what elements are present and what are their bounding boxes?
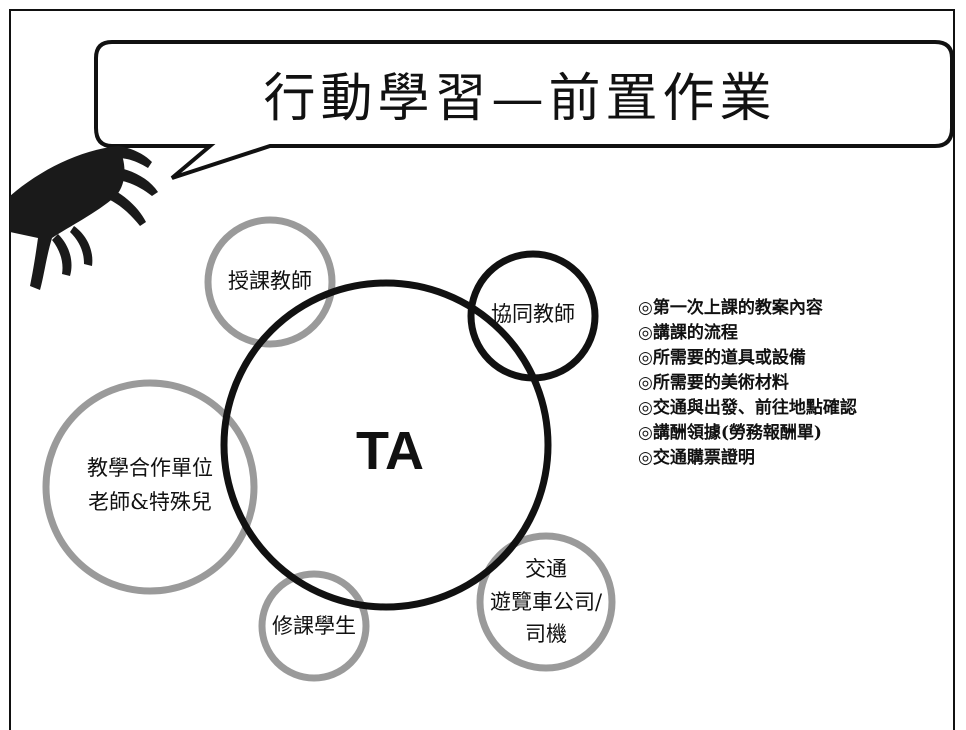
node-label-partner: 教學合作單位 老師&特殊兒 xyxy=(55,452,245,519)
slide-title: 行動學習—前置作業 xyxy=(263,69,777,129)
task-item: ◎交通購票證明 xyxy=(638,448,755,468)
task-item: ◎所需要的道具或設備 xyxy=(638,348,806,368)
node-line: 授課教師 xyxy=(228,269,312,293)
node-line: 遊覽車公司/ xyxy=(489,589,603,614)
node-label-transport: 交通 遊覽車公司/ 司機 xyxy=(476,553,616,651)
task-item: ◎所需要的美術材料 xyxy=(638,373,789,393)
node-circle-students xyxy=(258,570,370,682)
task-list: ◎第一次上課的教案內容 ◎講課的流程 ◎所需要的道具或設備 ◎所需要的美術材料 … xyxy=(638,296,857,471)
node-line: 交通 xyxy=(525,557,567,581)
task-item: ◎第一次上課的教案內容 xyxy=(638,298,823,318)
node-line: 司機 xyxy=(525,622,567,647)
ta-circle xyxy=(220,279,552,611)
slide-border xyxy=(9,9,955,730)
node-label-students: 修課學生 xyxy=(254,610,374,644)
node-line: 協同教師 xyxy=(491,302,575,326)
node-label-teacher: 授課教師 xyxy=(200,265,340,299)
node-line: 修課學生 xyxy=(272,614,356,638)
node-line: 教學合作單位 xyxy=(87,456,213,480)
node-line: 老師&特殊兒 xyxy=(88,489,212,514)
node-label-coteacher: 協同教師 xyxy=(463,298,603,332)
task-item: ◎講課的流程 xyxy=(638,323,738,343)
node-circle-partner xyxy=(42,379,258,595)
ta-label: TA xyxy=(356,421,424,481)
node-circle-coteacher xyxy=(467,250,599,382)
speech-bubble xyxy=(94,40,954,180)
task-item: ◎講酬領據(勞務報酬單) xyxy=(638,423,822,443)
node-circle-teacher xyxy=(204,216,336,348)
hand-drawing xyxy=(10,146,158,290)
task-item: ◎交通與出發、前往地點確認 xyxy=(638,398,857,418)
node-circle-transport xyxy=(476,532,616,672)
